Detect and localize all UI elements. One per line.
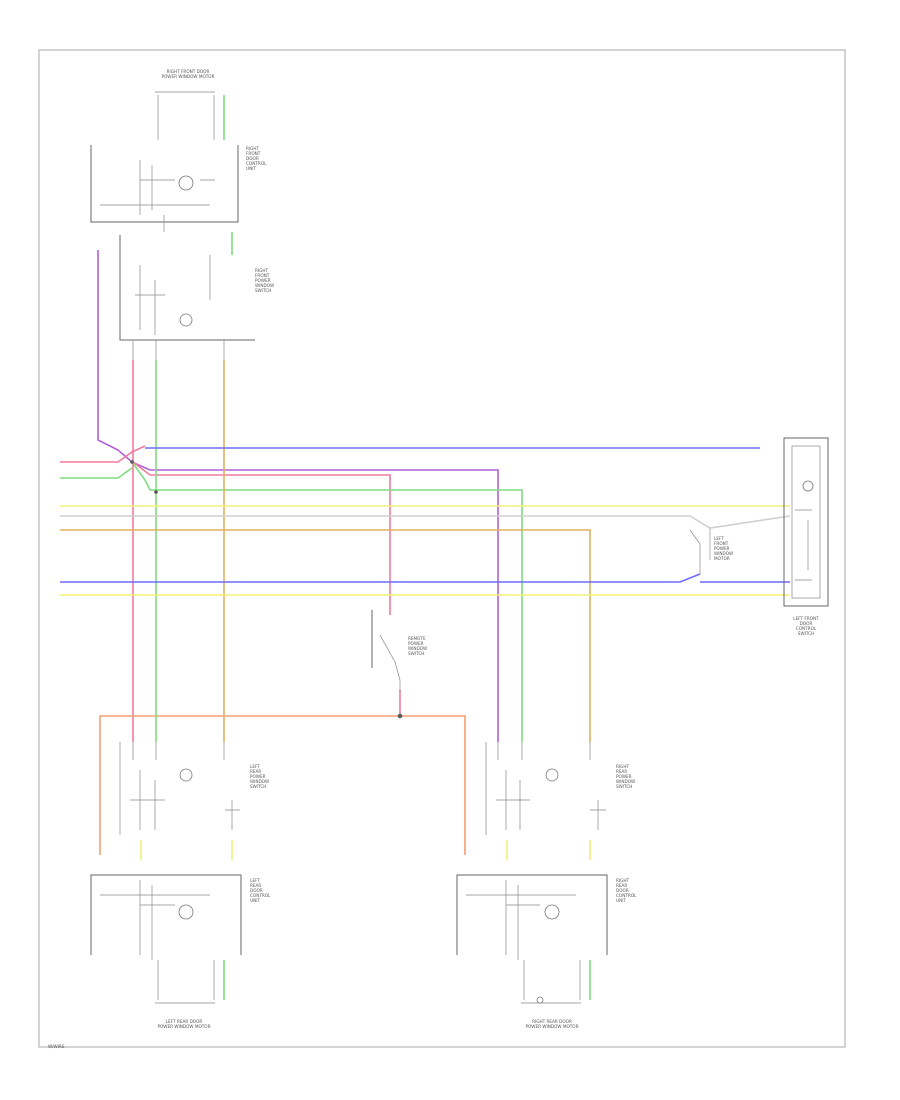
wire-violet <box>97 250 499 742</box>
label-corner-tag: W/WIRE <box>48 1044 65 1049</box>
diagram-frame <box>38 49 846 1048</box>
left-front-door-switch <box>783 437 829 607</box>
wire-orange-b <box>60 529 591 742</box>
right-front-door-motor <box>90 91 239 232</box>
wire-gray <box>60 515 791 529</box>
wire-salmon-bottom <box>99 715 466 855</box>
center-window-switch <box>371 610 403 719</box>
wire-pink-a <box>132 360 391 615</box>
splice-points <box>130 460 402 718</box>
right-rear-door-motor <box>456 874 608 1004</box>
left-rear-control-unit <box>119 742 240 835</box>
wire-green-left-stub <box>60 467 133 479</box>
wire-green-b <box>131 461 523 742</box>
wires <box>60 95 791 1000</box>
right-rear-control-unit <box>485 742 606 835</box>
right-front-window-switch <box>119 235 255 360</box>
splice-left-front <box>689 529 701 575</box>
wire-pink-c <box>60 445 146 463</box>
left-rear-door-motor <box>90 874 242 1004</box>
wire-blue-mid <box>60 573 701 583</box>
